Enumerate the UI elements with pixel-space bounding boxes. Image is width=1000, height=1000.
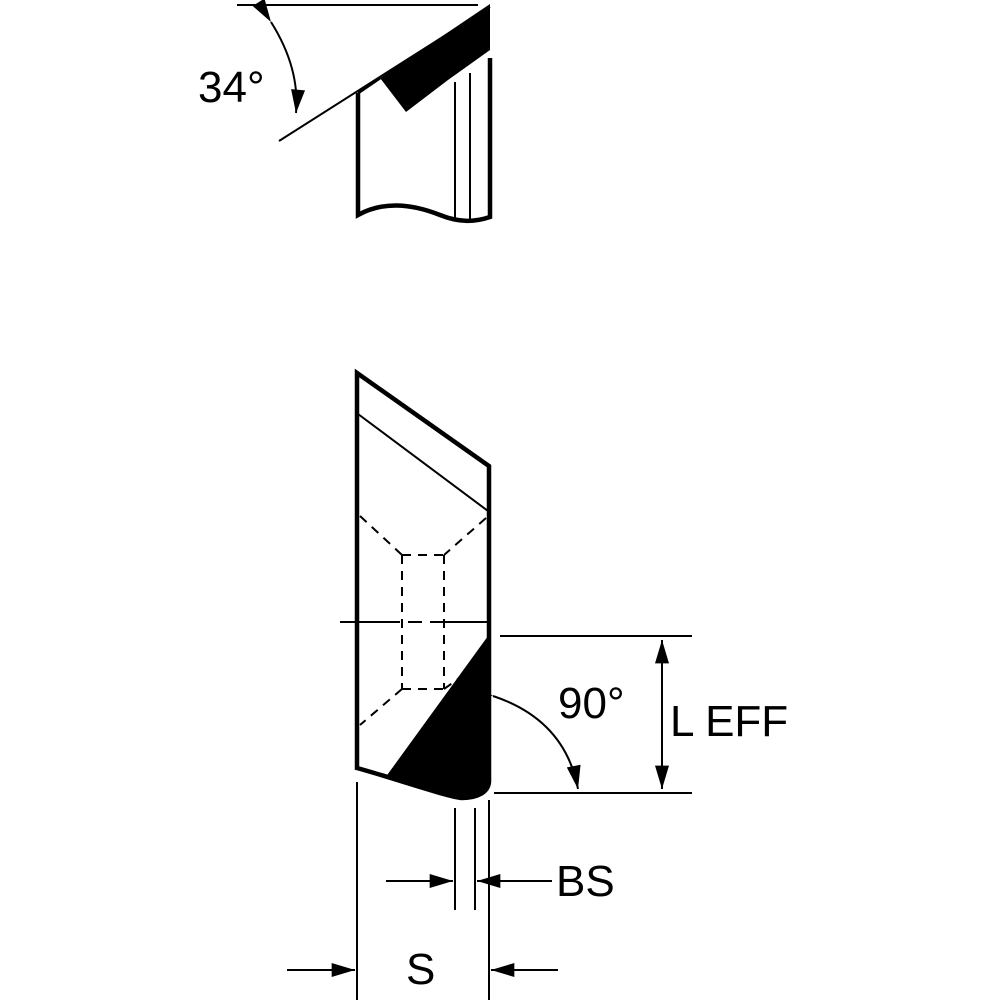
side-view: [237, 0, 493, 224]
top-chamfer-line: [357, 413, 489, 512]
bevel-step-label: BS: [556, 857, 615, 906]
insert-side-body: [355, 58, 493, 224]
angle-label-34: 34°: [198, 63, 265, 112]
bevel-step-dimension: [386, 808, 552, 910]
angle-label-90: 90°: [558, 679, 625, 728]
effective-length-dimension: [494, 635, 692, 794]
effective-length-label: L EFF: [670, 697, 788, 746]
front-view: [340, 368, 498, 801]
angle-arc-90: [468, 681, 581, 790]
width-label: S: [406, 945, 435, 994]
front-cutting-tip-fill: [385, 636, 488, 798]
width-dimension: [287, 782, 558, 1000]
angle-arc-34: [252, 0, 306, 114]
cutting-tip-fill: [380, 4, 490, 112]
